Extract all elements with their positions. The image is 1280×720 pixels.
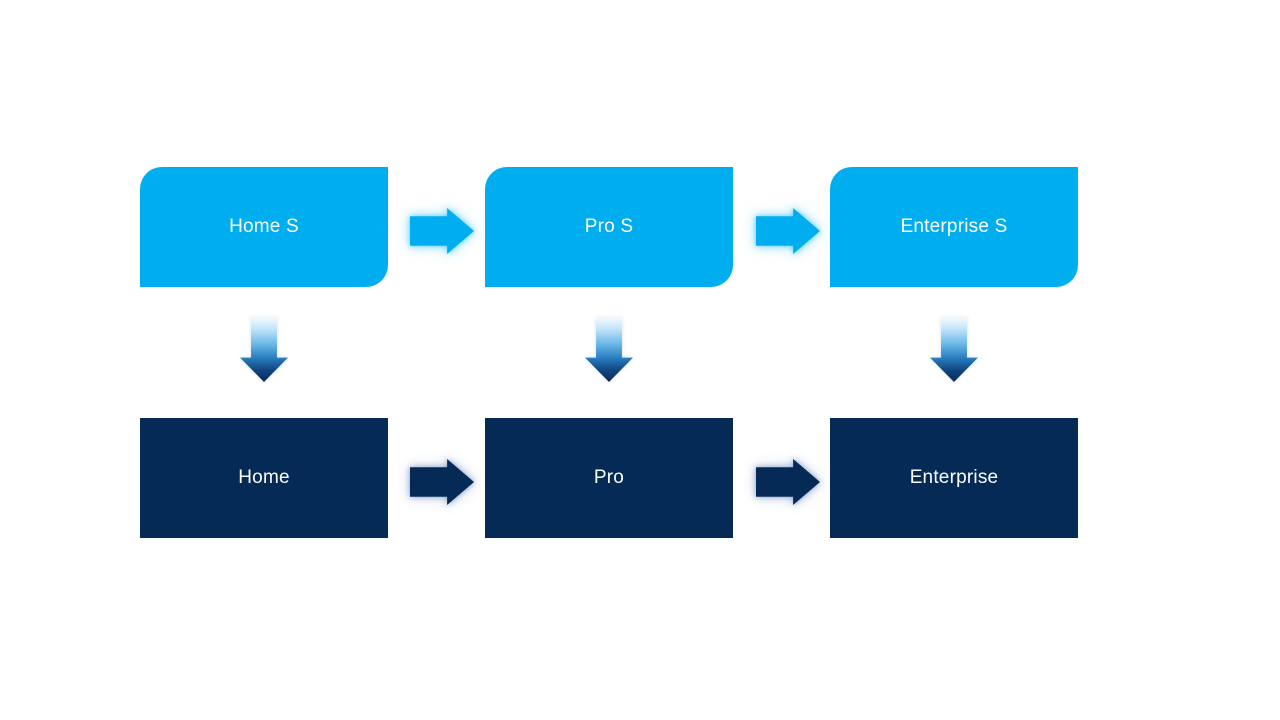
right-arrow-icon xyxy=(756,208,820,254)
box-label: Home xyxy=(238,467,290,488)
box-enterprise: Enterprise xyxy=(830,418,1078,538)
right-arrow-shape xyxy=(756,208,820,254)
down-arrow-shape xyxy=(240,318,288,382)
box-label: Home S xyxy=(229,216,299,237)
right-arrow-icon xyxy=(756,459,820,505)
down-arrow-shape xyxy=(930,318,978,382)
down-arrow-icon xyxy=(930,318,978,382)
right-arrow-icon xyxy=(410,459,474,505)
down-arrow-icon xyxy=(585,318,633,382)
right-arrow-shape xyxy=(410,208,474,254)
box-pro: Pro xyxy=(485,418,733,538)
box-label: Pro xyxy=(593,467,625,488)
box-label: Pro S xyxy=(584,216,634,237)
down-arrow-shape xyxy=(585,318,633,382)
box-home-s: Home S xyxy=(140,167,388,287)
right-arrow-shape xyxy=(410,459,474,505)
box-label: Enterprise xyxy=(909,467,999,488)
box-home: Home xyxy=(140,418,388,538)
box-label: Enterprise S xyxy=(900,216,1008,237)
box-enterprise-s: Enterprise S xyxy=(830,167,1078,287)
right-arrow-icon xyxy=(410,208,474,254)
right-arrow-shape xyxy=(756,459,820,505)
box-pro-s: Pro S xyxy=(485,167,733,287)
down-arrow-icon xyxy=(240,318,288,382)
